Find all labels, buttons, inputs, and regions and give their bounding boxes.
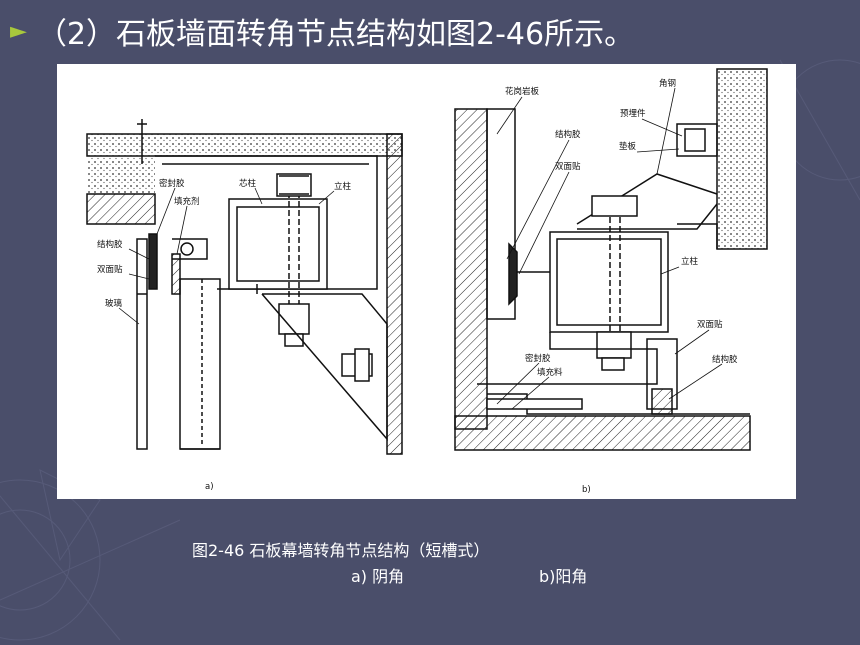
label-a-sealant: 密封胶 (159, 178, 185, 189)
concrete-block (87, 156, 155, 194)
label-a-structural-adhesive: 结构胶 (97, 239, 123, 250)
concrete-wall-right (386, 133, 403, 455)
label-b-structural-adhesive: 结构胶 (555, 129, 581, 140)
drawing: 密封胶 填充剂 结构胶 双面贴 玻璃 芯柱 立柱 a) (86, 68, 768, 495)
label-b-embedded-part: 预埋件 (620, 108, 646, 119)
caption-line2: a) 阴角 b)阳角 (192, 564, 712, 590)
figure-caption: 图2-46 石板幕墙转角节点结构（短槽式） a) 阴角 b)阳角 (192, 538, 712, 590)
label-b-sub: b) (582, 485, 591, 495)
mullion-box-b (549, 231, 669, 333)
label-a-mullion: 立柱 (334, 181, 352, 192)
granite-slab-left (454, 108, 488, 430)
drawing-b-leaders (496, 87, 723, 410)
granite-slab-bottom (454, 415, 751, 451)
label-b-sealant: 密封胶 (525, 353, 551, 364)
figure-panel: 密封胶 填充剂 结构胶 双面贴 玻璃 芯柱 立柱 a) (57, 64, 796, 499)
caption-line1: 图2-46 石板幕墙转角节点结构（短槽式） (192, 541, 490, 560)
stone-slab (86, 193, 156, 225)
label-a-filler: 填充剂 (174, 196, 200, 207)
label-b-filler: 填充料 (537, 367, 563, 378)
label-b-mullion: 立柱 (681, 256, 699, 267)
label-b-angle-steel: 角钢 (659, 78, 676, 89)
label-b-backing-plate: 垫板 (619, 141, 637, 152)
drawing-a-labels: 密封胶 填充剂 结构胶 双面贴 玻璃 芯柱 立柱 a) (97, 178, 352, 492)
label-a-sub: a) (205, 482, 214, 492)
mullion-box-a (228, 198, 328, 290)
label-a-glass: 玻璃 (105, 298, 123, 309)
slide-title-text: （2）石板墙面转角节点结构如图2-46所示。 (36, 17, 635, 52)
drawing-a-leaders (118, 187, 335, 325)
label-b-double-sided-tape-2: 双面贴 (697, 319, 723, 330)
sealant-strip (148, 233, 158, 290)
concrete-ceiling (86, 133, 403, 157)
caption-sub-a: a) 阴角 (351, 567, 405, 586)
label-b-granite-panel: 花岗岩板 (505, 86, 540, 97)
label-b-double-sided-tape: 双面贴 (555, 161, 581, 172)
concrete-wall-b (716, 68, 768, 250)
drawing-b (454, 68, 768, 451)
label-a-core-post: 芯柱 (239, 178, 257, 189)
bullet-icon: ► (10, 18, 27, 44)
label-a-double-sided-tape: 双面贴 (97, 264, 123, 275)
slide-title: ► （2）石板墙面转角节点结构如图2-46所示。 (10, 8, 634, 54)
label-b-structural-adhesive-2: 结构胶 (712, 354, 738, 365)
drawing-b-labels: 花岗岩板 角钢 预埋件 垫板 结构胶 双面贴 立柱 双面贴 结构胶 密封胶 填充… (505, 78, 738, 495)
drawing-a (86, 119, 403, 455)
glass-pane (136, 238, 148, 450)
caption-sub-b: b)阳角 (539, 567, 588, 586)
